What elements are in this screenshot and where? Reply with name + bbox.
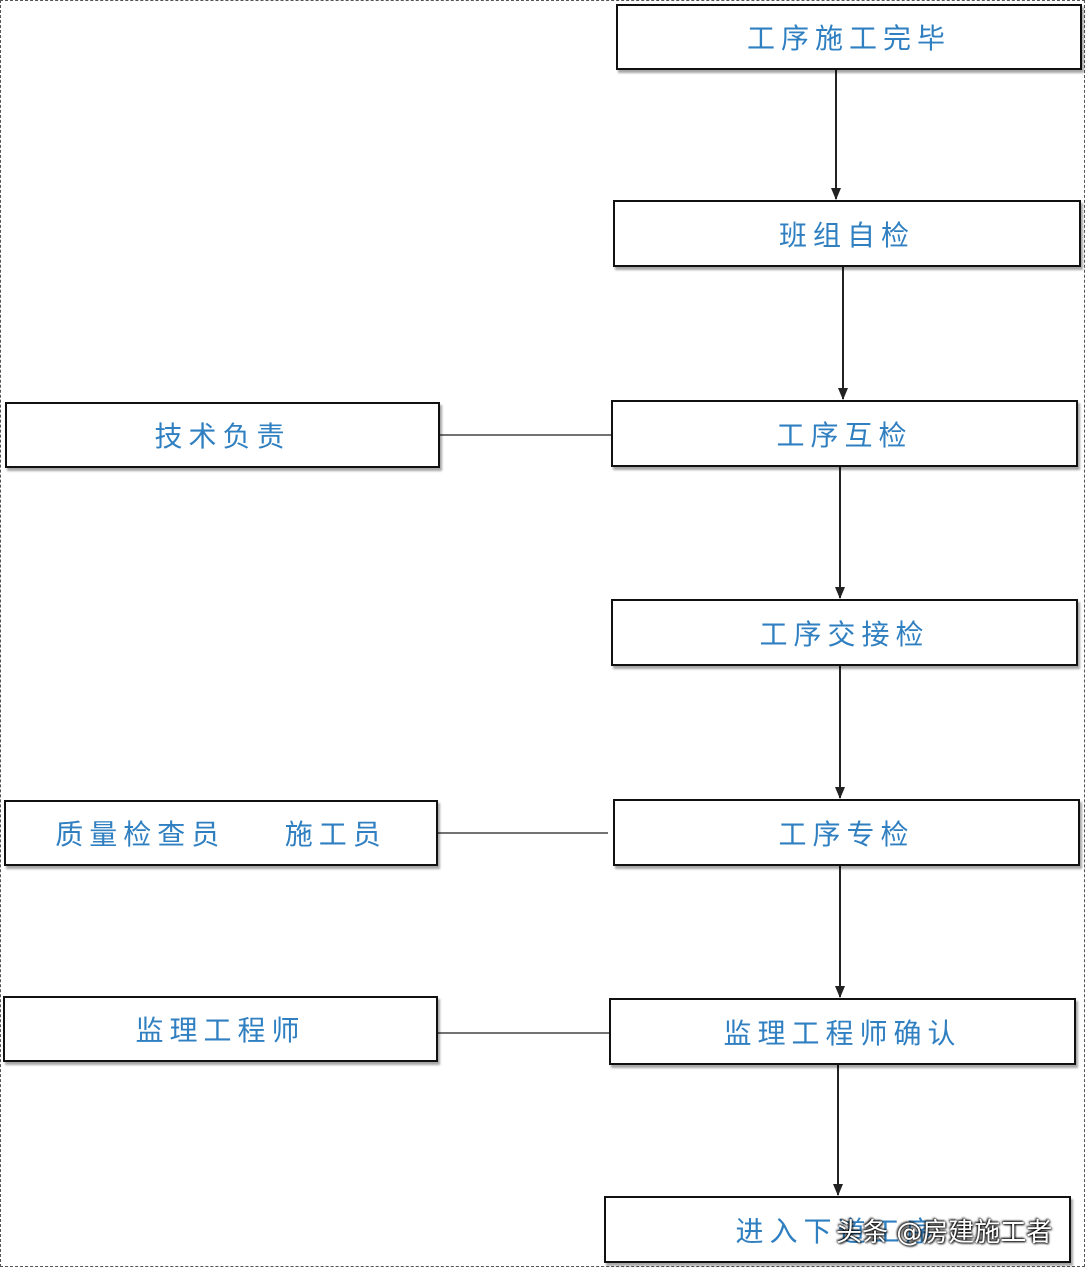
step-label: 工序互检: [776, 418, 913, 452]
step-mutual-check: 工序互检: [611, 400, 1078, 467]
watermark: 头条 @房建施工者: [836, 1218, 1053, 1248]
step-label: 工序交接检: [759, 617, 930, 651]
step-handover-check: 工序交接检: [611, 599, 1078, 666]
step-next-process: 进入下道工序: [604, 1196, 1071, 1263]
role-label: 监理工程师: [135, 1014, 306, 1047]
role-label: 技术负责: [154, 420, 291, 453]
step-label: 监理工程师确认: [723, 1016, 962, 1050]
step-label: 工序施工完毕: [746, 22, 951, 55]
step-special-check: 工序专检: [613, 799, 1080, 866]
role-supervising-engineer: 监理工程师: [3, 996, 438, 1062]
step-supervisor-confirm: 监理工程师确认: [609, 998, 1076, 1065]
step-label: 工序专检: [778, 817, 915, 851]
role-inspector-constructor: 质量检查员 施工员: [4, 800, 438, 866]
step-process-complete: 工序施工完毕: [616, 4, 1082, 70]
step-label: 进入下道工序: [735, 1214, 940, 1248]
step-label: 班组自检: [778, 218, 915, 252]
step-team-self-check: 班组自检: [613, 200, 1081, 267]
role-label: 质量检查员 施工员: [55, 818, 387, 851]
role-tech-lead: 技术负责: [5, 402, 440, 468]
